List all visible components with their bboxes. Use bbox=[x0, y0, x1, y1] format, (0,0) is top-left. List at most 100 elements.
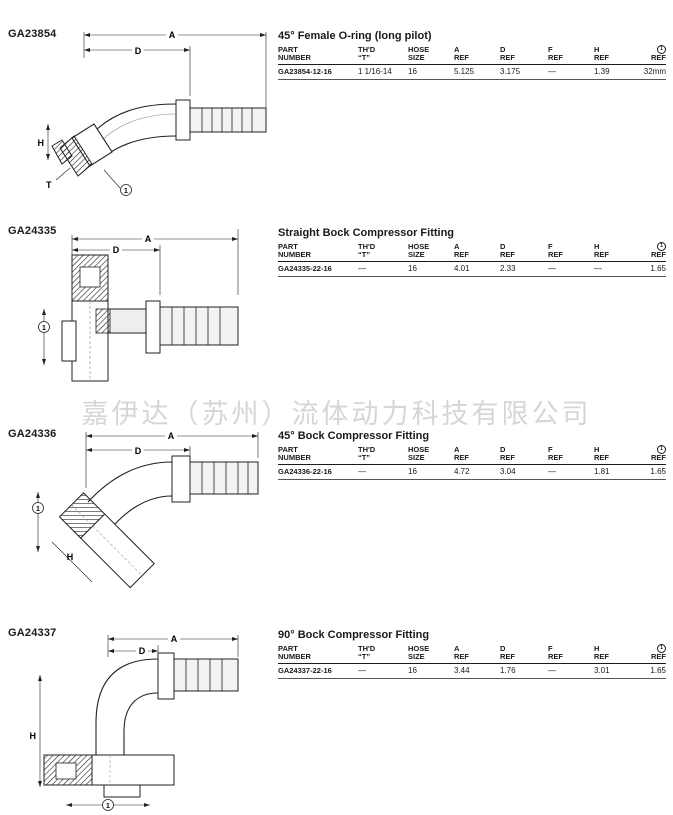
cell-d: 3.175 bbox=[500, 64, 548, 80]
col-thread: TH'D“T” bbox=[358, 643, 408, 664]
cell-d: 1.76 bbox=[500, 663, 548, 679]
cell-hose: 16 bbox=[408, 464, 454, 480]
part-id: GA24336 bbox=[8, 428, 57, 440]
cell-f: — bbox=[548, 663, 594, 679]
cell-callout: 1.65 bbox=[634, 464, 666, 480]
cell-a: 4.72 bbox=[454, 464, 500, 480]
cell-callout: 1.65 bbox=[634, 663, 666, 679]
dim-d-label: D bbox=[135, 446, 142, 456]
cell-d: 3.04 bbox=[500, 464, 548, 480]
cell-hose: 16 bbox=[408, 64, 454, 80]
spec-title: Straight Bock Compressor Fitting bbox=[278, 227, 455, 239]
cell-d: 2.33 bbox=[500, 261, 548, 277]
dim-h-label: H bbox=[38, 138, 45, 148]
thread-t-label: T bbox=[46, 180, 52, 190]
cell-hose: 16 bbox=[408, 663, 454, 679]
cell-a: 4.01 bbox=[454, 261, 500, 277]
cell-part: GA24335-22-16 bbox=[278, 261, 358, 277]
table-row: GA24335-22-16 — 16 4.01 2.33 — — 1.65 bbox=[278, 261, 666, 277]
cell-f: — bbox=[548, 64, 594, 80]
dim-h-label: H bbox=[67, 552, 74, 562]
cell-a: 3.44 bbox=[454, 663, 500, 679]
cell-f: — bbox=[548, 261, 594, 277]
dim-a-label: A bbox=[145, 234, 152, 244]
col-thread: TH'D“T” bbox=[358, 444, 408, 465]
cell-part: GA24336-22-16 bbox=[278, 464, 358, 480]
cell-thread: — bbox=[358, 261, 408, 277]
drawing-ga24335: A D 1 bbox=[38, 229, 239, 382]
spec-title: 45° Bock Compressor Fitting bbox=[278, 430, 430, 442]
col-thread: TH'D“T” bbox=[358, 241, 408, 262]
cell-thread: 1 1/16-14 bbox=[358, 64, 408, 80]
cell-a: 5.125 bbox=[454, 64, 500, 80]
table-row: GA23854-12-16 1 1/16-14 16 5.125 3.175 —… bbox=[278, 64, 666, 80]
cell-hose: 16 bbox=[408, 261, 454, 277]
callout-1-label: 1 bbox=[42, 325, 46, 332]
part-id: GA24337 bbox=[8, 627, 57, 639]
cell-thread: — bbox=[358, 663, 408, 679]
dim-d-label: D bbox=[135, 46, 142, 56]
part-id: GA23854 bbox=[8, 28, 57, 40]
cell-callout: 32mm bbox=[634, 64, 666, 80]
watermark-text: 嘉伊达（苏州）流体动力科技有限公司 bbox=[81, 399, 592, 430]
dim-d-label: D bbox=[113, 245, 120, 255]
col-thread: TH'D“T” bbox=[358, 44, 408, 65]
section-ga24336: GA24336 A D bbox=[0, 428, 673, 608]
cell-h: 3.01 bbox=[594, 663, 634, 679]
spec-title: 45° Female O-ring (long pilot) bbox=[278, 30, 432, 42]
drawing-ga23854: A D H T 1 bbox=[38, 29, 267, 196]
cell-h: — bbox=[594, 261, 634, 277]
callout-1-label: 1 bbox=[36, 506, 40, 513]
cell-part: GA23854-12-16 bbox=[278, 64, 358, 80]
cell-thread: — bbox=[358, 464, 408, 480]
cell-h: 1.81 bbox=[594, 464, 634, 480]
table-row: GA24337-22-16 — 16 3.44 1.76 — 3.01 1.65 bbox=[278, 663, 666, 679]
dim-d-label: D bbox=[139, 646, 146, 656]
drawing-ga24337: A D H 1 bbox=[30, 633, 239, 811]
callout-1-label: 1 bbox=[106, 803, 110, 810]
part-id: GA24335 bbox=[8, 225, 57, 237]
cell-part: GA24337-22-16 bbox=[278, 663, 358, 679]
cell-callout: 1.65 bbox=[634, 261, 666, 277]
dim-a-label: A bbox=[169, 30, 176, 40]
drawing-ga24336: A D 1 H bbox=[32, 430, 259, 589]
section-ga24335: GA24335 A D bbox=[0, 225, 673, 405]
section-ga23854: GA23854 A D bbox=[0, 28, 673, 203]
